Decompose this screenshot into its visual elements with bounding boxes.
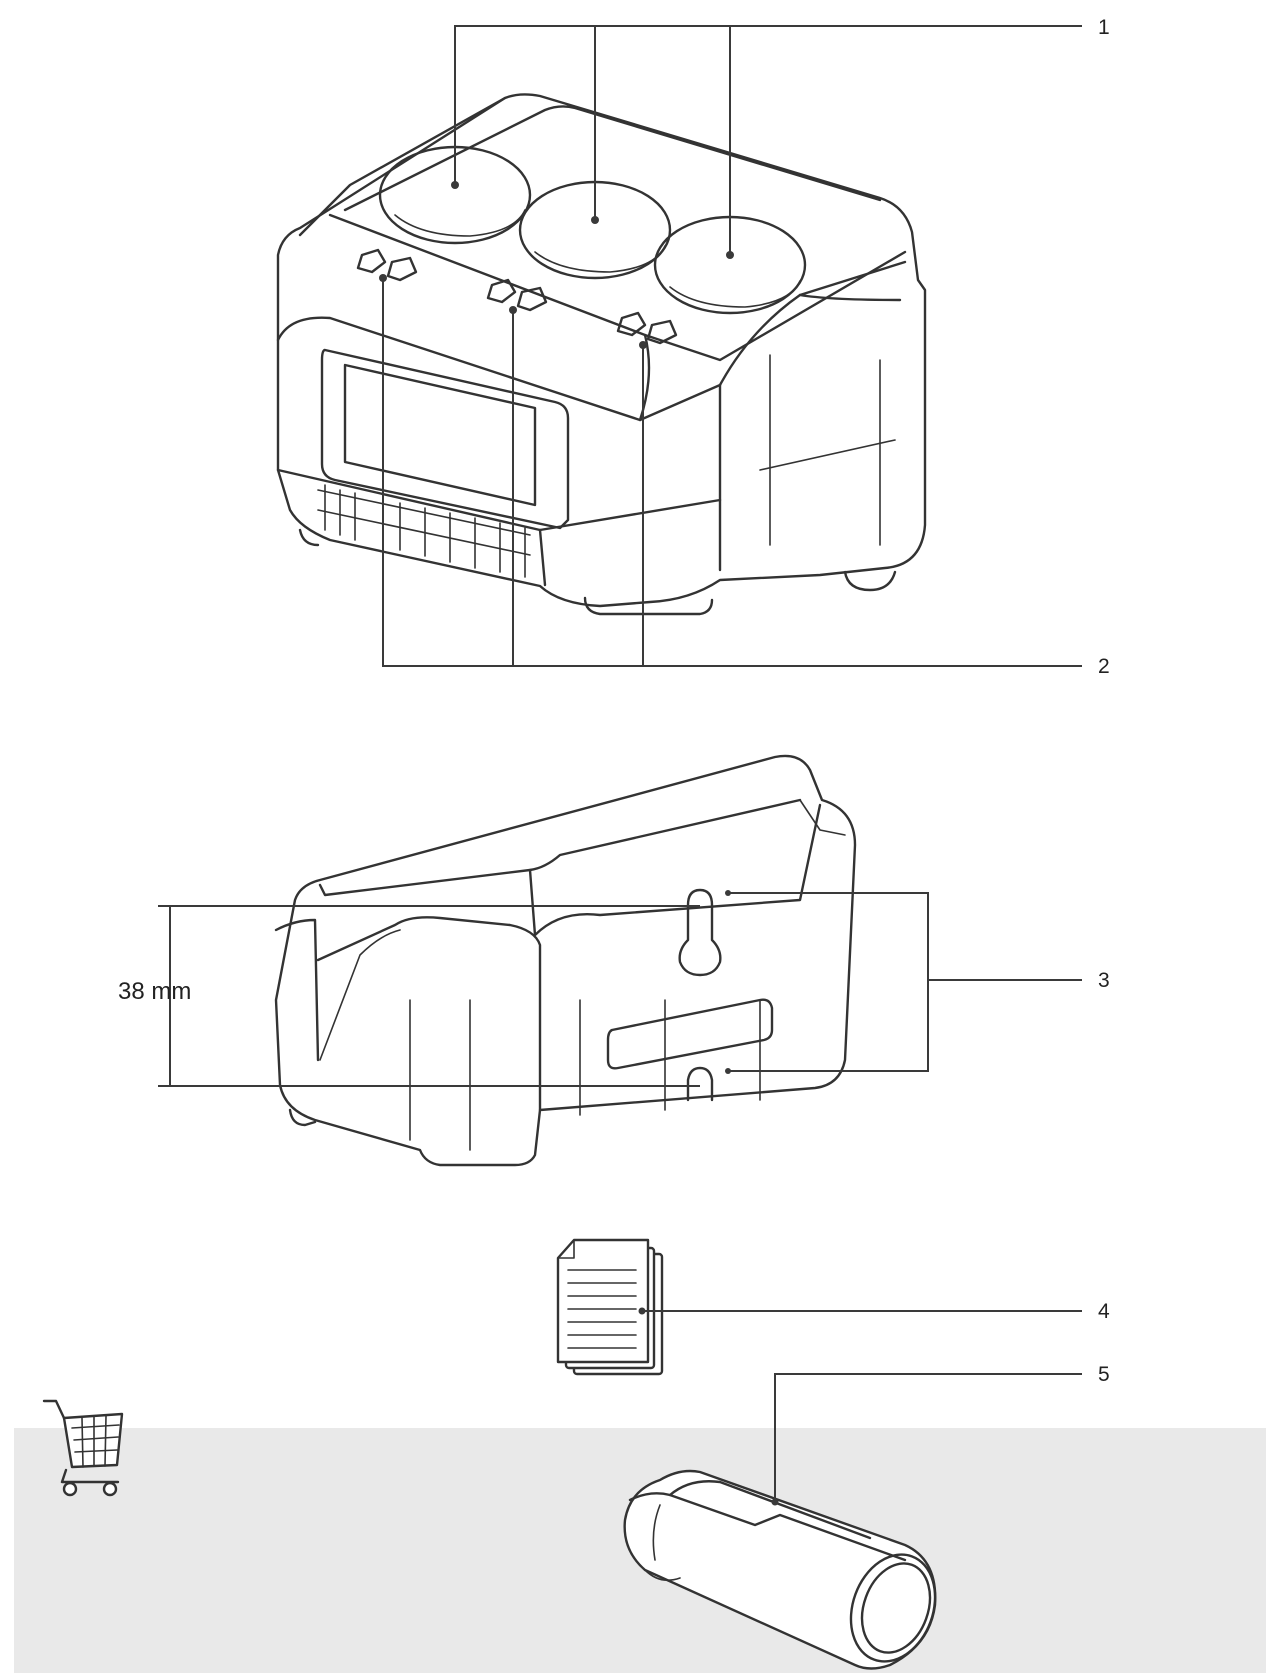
callout-2-number: 2 xyxy=(1098,655,1110,678)
callout-4-leader xyxy=(638,1307,1082,1315)
callout-1-number: 1 xyxy=(1098,16,1110,39)
shopping-cart-icon xyxy=(42,1399,124,1497)
mounting-keyhole-top xyxy=(678,888,722,977)
dimension-label: 38 mm xyxy=(118,978,191,1005)
callout-5-number: 5 xyxy=(1098,1363,1110,1386)
label-slot xyxy=(606,998,774,1070)
charger-bottom-view xyxy=(274,754,857,1167)
status-leds-left xyxy=(356,248,418,282)
status-leds-middle xyxy=(486,278,548,312)
callout-5-leader xyxy=(771,1373,1082,1506)
callout-2-leaders xyxy=(379,274,1082,667)
callout-3-leaders xyxy=(725,890,1082,1074)
status-leds-right xyxy=(616,311,678,345)
charger-front-view xyxy=(276,93,927,616)
mounting-keyhole-bottom xyxy=(686,1066,714,1102)
callout-4-number: 4 xyxy=(1098,1300,1110,1323)
document-stack-icon xyxy=(556,1238,664,1376)
dimension-38mm xyxy=(158,905,700,1087)
callout-3-number: 3 xyxy=(1098,969,1110,992)
battery-pack xyxy=(623,1469,937,1670)
callout-1-leaders xyxy=(451,25,1082,259)
